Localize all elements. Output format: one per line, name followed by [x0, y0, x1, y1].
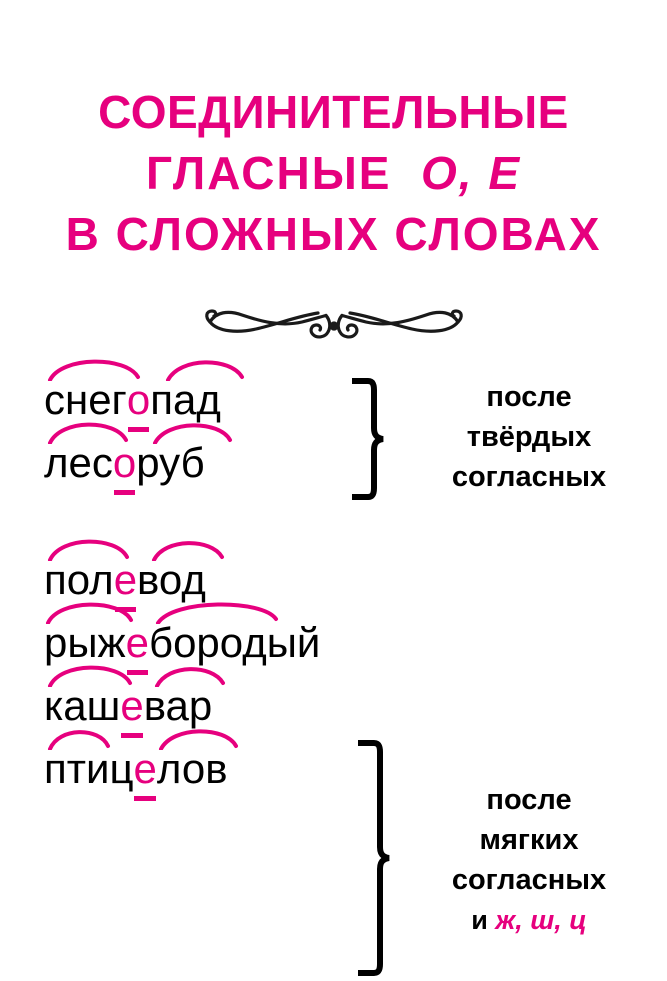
- connecting-vowel: е: [113, 556, 138, 612]
- rules-content: снегопад лесоруб после твёрдых со: [0, 355, 667, 976]
- connecting-vowel: е: [133, 745, 157, 801]
- page-title: СОЕДИНИТЕЛЬНЫЕ ГЛАСНЫЕ О, Е В СЛОЖНЫХ СЛ…: [0, 82, 667, 266]
- title-line-1: СОЕДИНИТЕЛЬНЫЕ: [98, 86, 569, 138]
- word-polevod: полевод: [44, 556, 206, 612]
- title-line-2-text: ГЛАСНЫЕ: [145, 147, 392, 200]
- explanation-line: твёрдых: [466, 421, 592, 453]
- explanation-soft-consonants: после мягких согласных и ж, ш, ц: [398, 780, 660, 940]
- explanation-line: после: [486, 784, 572, 816]
- explanation-hard-consonants: после твёрдых согласных: [398, 377, 660, 497]
- word-prefix: снег: [44, 376, 127, 423]
- explanation-conjunction: и: [471, 905, 496, 935]
- word-prefix: лес: [44, 439, 113, 486]
- title-line-3: В СЛОЖНЫХ СЛОВАХ: [65, 208, 602, 261]
- brace-hard-consonants: [352, 378, 386, 505]
- word-suffix: лов: [156, 745, 228, 792]
- word-prefix: каш: [44, 682, 121, 729]
- connecting-vowel: о: [112, 439, 137, 495]
- explanation-line: после: [486, 381, 572, 413]
- word-suffix: вар: [143, 682, 213, 729]
- word-pticelov: птицелов: [44, 745, 228, 801]
- title-vowels: О, Е: [420, 147, 522, 200]
- word-ryzhe-borodyy: рыжебородый: [44, 619, 321, 675]
- explanation-line: согласных: [451, 864, 607, 896]
- explanation-line: согласных: [451, 461, 607, 493]
- word-kashevar: кашевар: [44, 682, 213, 738]
- connecting-vowel: е: [120, 682, 144, 738]
- brace-soft-consonants: [358, 740, 392, 981]
- word-prefix: рыж: [44, 619, 126, 666]
- ornament-center-dot: [328, 321, 339, 331]
- connecting-vowel: е: [125, 619, 150, 675]
- connecting-vowel: о: [126, 376, 151, 432]
- word-suffix: пад: [150, 376, 221, 423]
- word-snegopad: снегопад: [44, 376, 221, 432]
- word-prefix: пол: [44, 556, 114, 603]
- explanation-sibilants-line: и ж, ш, ц: [398, 900, 660, 940]
- word-prefix: птиц: [44, 745, 134, 792]
- word-suffix: руб: [136, 439, 205, 486]
- explanation-line: мягких: [479, 824, 579, 856]
- word-lesorub: лесоруб: [44, 439, 205, 495]
- title-line-2: ГЛАСНЫЕ О, Е: [0, 143, 667, 204]
- word-suffix: бородый: [149, 619, 321, 666]
- flourish-divider-icon: [194, 296, 474, 354]
- word-suffix: вод: [137, 556, 206, 603]
- sibilant-letters: ж, ш, ц: [495, 905, 587, 935]
